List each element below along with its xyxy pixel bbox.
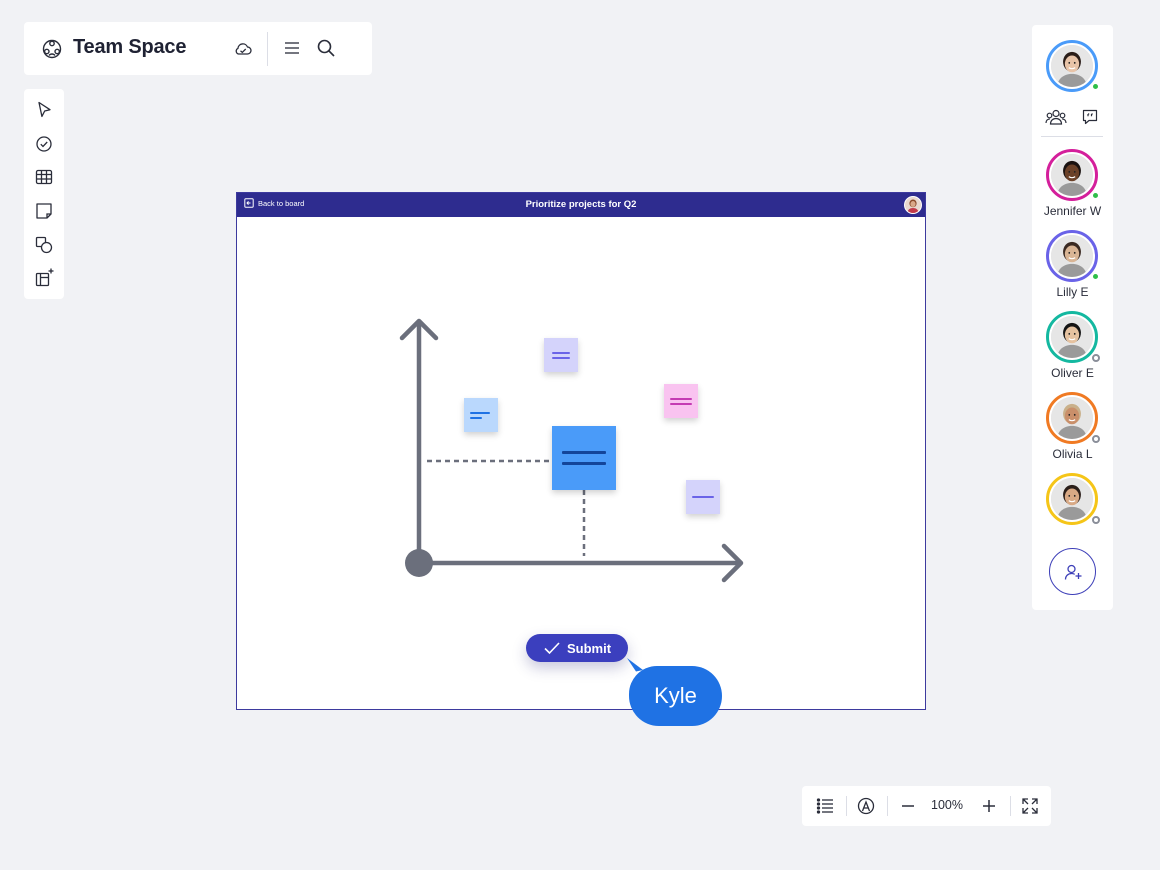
zoombar-divider: [1010, 796, 1011, 816]
top-header: Team Space: [24, 22, 372, 75]
avatar-ring: [1046, 230, 1098, 282]
back-icon: [244, 198, 254, 208]
member-name: Jennifer W: [1043, 204, 1102, 218]
sticky-note-text-line: [470, 412, 490, 414]
sticky-note-text-line: [670, 398, 692, 400]
avatar-ring: [1046, 311, 1098, 363]
sticky-note[interactable]: [664, 384, 698, 418]
autodraw-icon[interactable]: [856, 796, 876, 816]
pointer-icon[interactable]: [33, 99, 55, 121]
workspace-title: Team Space: [73, 36, 187, 58]
member-avatar[interactable]: [1046, 473, 1100, 525]
status-indicator: [1092, 354, 1100, 362]
menu-icon[interactable]: [282, 38, 302, 58]
zoom-toolbar: 100%: [802, 786, 1051, 826]
header-divider: [267, 32, 268, 66]
avatar-ring: [1046, 392, 1098, 444]
sticky-note[interactable]: [544, 338, 578, 372]
fullscreen-icon[interactable]: [1020, 796, 1040, 816]
sticky-note-icon[interactable]: [33, 200, 55, 222]
cloud-sync-icon[interactable]: [232, 38, 254, 60]
sticky-note-text-line: [552, 352, 570, 354]
sticky-note-selected[interactable]: [552, 426, 616, 490]
zoom-out-icon[interactable]: [898, 796, 918, 816]
table-icon[interactable]: [33, 166, 55, 188]
current-user-avatar[interactable]: [1046, 40, 1100, 92]
avatar-ring: [1046, 40, 1098, 92]
sticky-note-text-line: [692, 496, 714, 498]
team-icon[interactable]: [1045, 108, 1067, 126]
member-avatar[interactable]: [1046, 230, 1100, 282]
status-indicator: [1091, 82, 1100, 91]
zoombar-divider: [846, 796, 847, 816]
sticky-note-text-line: [670, 403, 692, 405]
submit-button[interactable]: Submit: [526, 634, 628, 662]
collaborator-cursor-label: Kyle: [629, 666, 722, 726]
zoombar-divider: [887, 796, 888, 816]
collaborators-panel: Jennifer W Lilly E Oliver E Olivia L: [1032, 25, 1113, 610]
check-icon: [544, 642, 560, 655]
search-icon[interactable]: [315, 37, 337, 59]
avatar-ring: [1046, 149, 1098, 201]
member-avatar[interactable]: [1046, 311, 1100, 363]
member-name: Olivia L: [1052, 447, 1093, 461]
shapes-icon[interactable]: [33, 234, 55, 256]
status-indicator: [1092, 435, 1100, 443]
zoom-level[interactable]: 100%: [931, 798, 963, 812]
frame-header: Back to board Prioritize projects for Q2: [237, 193, 925, 217]
status-indicator: [1091, 272, 1100, 281]
collaborator-cursor-icon: [627, 658, 643, 672]
back-to-board-button[interactable]: Back to board: [244, 198, 304, 208]
left-toolbar: [24, 89, 64, 299]
member-name: Oliver E: [1051, 366, 1094, 380]
sticky-note-text-line: [552, 357, 570, 359]
sticky-note-text-line: [470, 417, 482, 419]
status-indicator: [1092, 516, 1100, 524]
list-icon[interactable]: [815, 796, 835, 816]
person-portrait: [905, 197, 921, 213]
sticky-note-text-line: [562, 462, 606, 465]
member-list[interactable]: Jennifer W Lilly E Oliver E Olivia L: [1032, 145, 1113, 530]
status-indicator: [1091, 191, 1100, 200]
sticky-note-text-line: [562, 451, 606, 454]
zoom-in-icon[interactable]: [979, 796, 999, 816]
add-user-icon: [1064, 564, 1082, 580]
team-logo-icon[interactable]: [40, 37, 64, 61]
frame-title: Prioritize projects for Q2: [525, 199, 637, 210]
member-avatar[interactable]: [1046, 392, 1100, 444]
back-to-board-label: Back to board: [258, 198, 305, 208]
avatar-ring: [1046, 473, 1098, 525]
add-frame-icon[interactable]: [33, 267, 55, 289]
sticky-note[interactable]: [464, 398, 498, 432]
frame-owner-avatar[interactable]: [904, 196, 922, 214]
invite-user-button[interactable]: [1049, 548, 1096, 595]
submit-label: Submit: [566, 640, 612, 656]
sticky-note[interactable]: [686, 480, 720, 514]
check-circle-icon[interactable]: [33, 133, 55, 155]
panel-divider: [1041, 136, 1103, 137]
member-avatar[interactable]: [1046, 149, 1100, 201]
chat-icon[interactable]: [1081, 108, 1099, 126]
member-name: Lilly E: [1056, 285, 1089, 299]
